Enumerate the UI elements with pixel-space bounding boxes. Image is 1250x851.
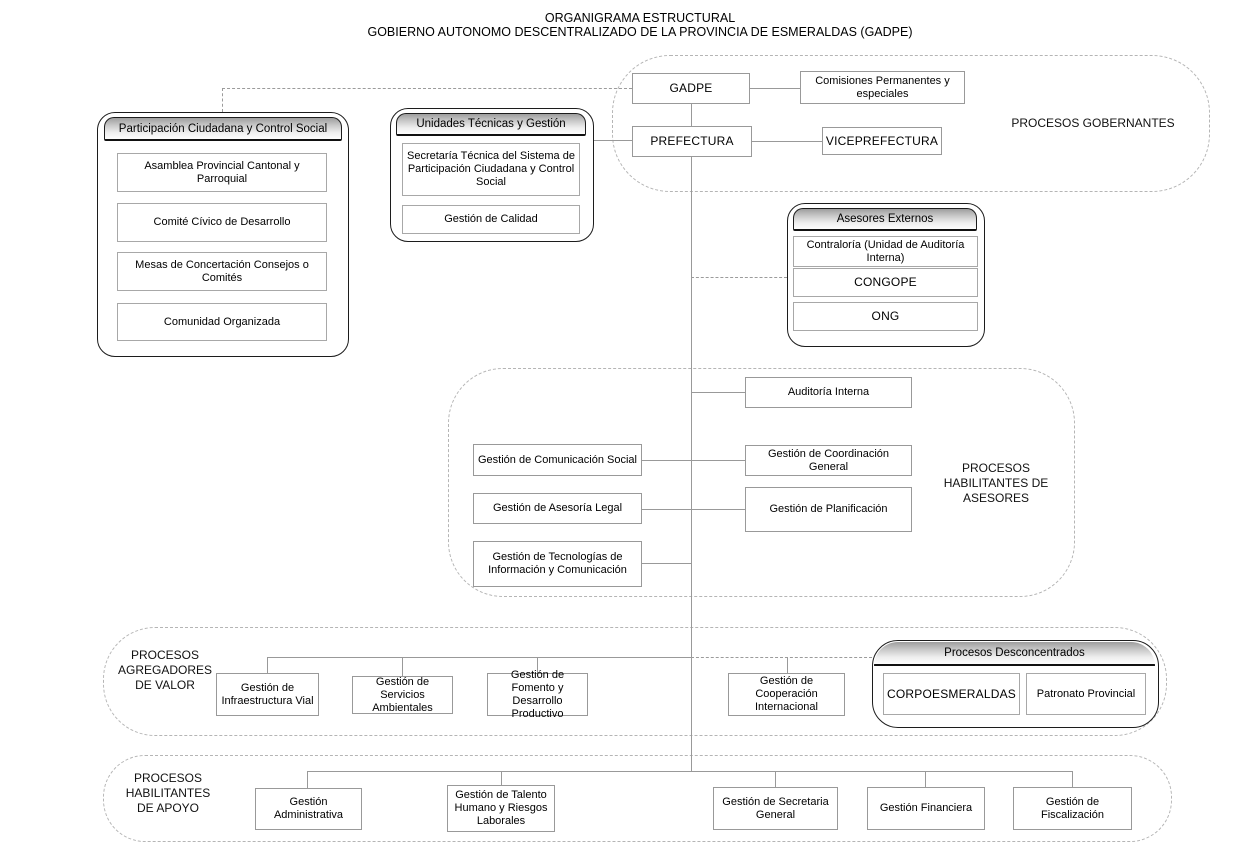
- node-viceprefectura: VICEPREFECTURA: [822, 127, 942, 155]
- section-habilitantes-asesores: [448, 368, 1075, 597]
- node-patronato-provincial: Patronato Provincial: [1026, 673, 1146, 715]
- node-secretaria-tecnica: Secretaría Técnica del Sistema de Partic…: [402, 143, 580, 196]
- node-mesas-concertacion: Mesas de Concertación Consejos o Comités: [117, 252, 327, 291]
- desconcentrados-header: Procesos Desconcentrados: [874, 642, 1155, 666]
- connector-drop-secretaria: [775, 771, 776, 787]
- connector-drop-fomento: [537, 657, 538, 673]
- connector-gadpe-participacion-h: [222, 88, 632, 89]
- connector-unidades-prefectura: [592, 140, 632, 141]
- node-comite-civico: Comité Cívico de Desarrollo: [117, 203, 327, 242]
- node-servicios-ambientales: Gestión de Servicios Ambientales: [352, 676, 453, 714]
- node-secretaria-general: Gestión de Secretaria General: [713, 787, 838, 830]
- node-fomento-productivo: Gestión de Fomento y Desarrollo Producti…: [487, 669, 588, 720]
- connector-drop-infraestructura: [267, 657, 268, 673]
- connector-gadpe-comisiones: [750, 88, 800, 89]
- node-tecnologias-informacion: Gestión de Tecnologías de Información y …: [473, 541, 642, 587]
- section-habilitantes-apoyo: [103, 755, 1172, 842]
- node-comunicacion-social: Gestión de Comunicación Social: [473, 444, 642, 476]
- section-agregadores-valor: [103, 627, 1167, 736]
- connector-apoyo-bus: [307, 771, 1072, 772]
- connector-gadpe-participacion-v: [222, 88, 223, 112]
- connector-comunicacion-coordinacion: [642, 460, 745, 461]
- node-talento-humano: Gestión de Talento Humano y Riesgos Labo…: [447, 785, 555, 832]
- connector-gadpe-prefectura: [691, 104, 692, 126]
- connector-prefectura-viceprefectura: [752, 141, 822, 142]
- connector-drop-talento: [501, 771, 502, 785]
- unidades-header: Unidades Técnicas y Gestión: [396, 113, 586, 136]
- connector-agregadores-bus: [267, 657, 691, 658]
- habilitantes-apoyo-label: PROCESOS HABILITANTES DE APOYO: [125, 771, 211, 815]
- node-cooperacion-internacional: Gestión de Cooperación Internacional: [728, 673, 845, 716]
- node-infraestructura-vial: Gestión de Infraestructura Vial: [216, 673, 319, 716]
- connector-asesoria-planificacion: [642, 509, 745, 510]
- connector-spine-asesores-externos: [691, 277, 787, 278]
- node-asamblea-provincial: Asamblea Provincial Cantonal y Parroquia…: [117, 153, 327, 192]
- asesores-externos-header: Asesores Externos: [793, 208, 977, 231]
- connector-drop-servicios: [402, 657, 403, 676]
- chart-title-line2: GOBIERNO AUTONOMO DESCENTRALIZADO DE LA …: [367, 24, 913, 39]
- node-gadpe: GADPE: [632, 73, 750, 104]
- node-gestion-administrativa: Gestión Administrativa: [255, 788, 362, 830]
- connector-spine-auditoria: [691, 392, 745, 393]
- connector-drop-cooperacion: [787, 657, 788, 673]
- chart-title: ORGANIGRAMA ESTRUCTURAL GOBIERNO AUTONOM…: [15, 11, 1250, 39]
- node-asesoria-legal: Gestión de Asesoría Legal: [473, 493, 642, 524]
- agregadores-valor-label: PROCESOS AGREGADORES DE VALOR: [117, 648, 213, 692]
- node-ong: ONG: [793, 302, 978, 331]
- connector-drop-fiscalizacion: [1072, 771, 1073, 787]
- connector-tecnologias-spine: [642, 563, 691, 564]
- node-corpoesmeraldas: CORPOESMERALDAS: [883, 673, 1020, 715]
- connector-spine-desconcentrados: [691, 657, 872, 658]
- connector-main-spine: [691, 157, 692, 771]
- node-contraloria: Contraloría (Unidad de Auditoría Interna…: [793, 236, 978, 267]
- node-comisiones-permanentes: Comisiones Permanentes y especiales: [800, 71, 965, 104]
- node-prefectura: PREFECTURA: [632, 126, 752, 157]
- section-procesos-gobernantes: [612, 55, 1210, 192]
- node-coordinacion-general: Gestión de Coordinación General: [745, 445, 912, 476]
- node-gestion-fiscalizacion: Gestión de Fiscalización: [1013, 787, 1132, 830]
- connector-drop-administrativa: [307, 771, 308, 788]
- connector-drop-financiera: [925, 771, 926, 787]
- procesos-gobernantes-label: PROCESOS GOBERNANTES: [1011, 116, 1175, 130]
- chart-title-line1: ORGANIGRAMA ESTRUCTURAL: [544, 11, 736, 25]
- habilitantes-asesores-label: PROCESOS HABILITANTES DE ASESORES: [943, 461, 1049, 505]
- participacion-header: Participación Ciudadana y Control Social: [104, 117, 342, 141]
- node-planificacion: Gestión de Planificación: [745, 487, 912, 532]
- node-comunidad-organizada: Comunidad Organizada: [117, 303, 327, 341]
- node-gestion-financiera: Gestión Financiera: [867, 787, 985, 830]
- node-congope: CONGOPE: [793, 268, 978, 297]
- node-gestion-calidad: Gestión de Calidad: [402, 205, 580, 234]
- node-auditoria-interna: Auditoría Interna: [745, 377, 912, 408]
